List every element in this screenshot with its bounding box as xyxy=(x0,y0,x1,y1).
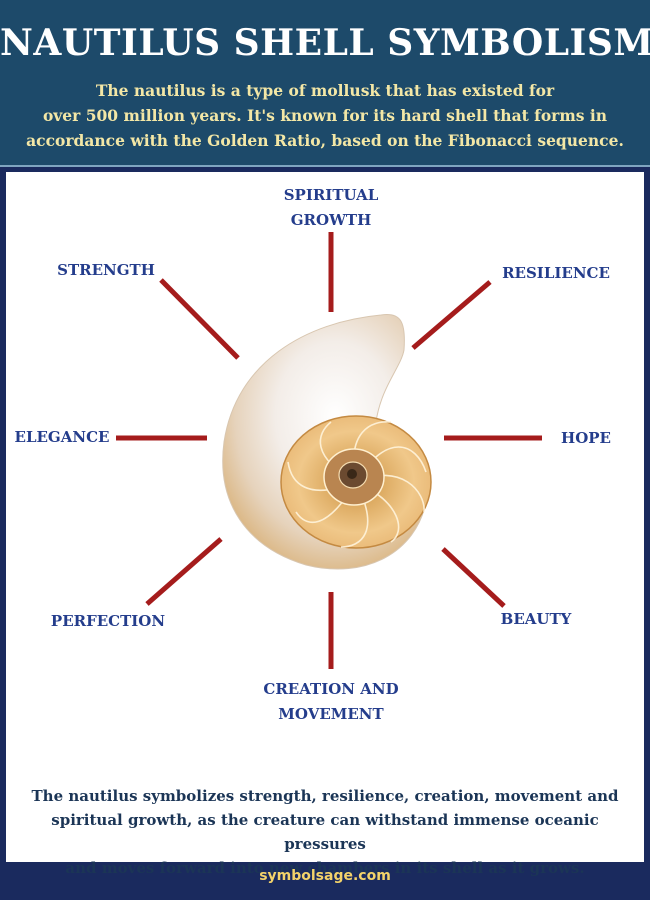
summary-line: and moves forward into new chambers in i… xyxy=(65,859,585,877)
label-strength: STRENGTH xyxy=(57,261,155,279)
source-credit: symbolsage.com xyxy=(259,868,391,884)
label-beauty: BEAUTY xyxy=(500,610,572,628)
summary-text: The nautilus symbolizes strength, resili… xyxy=(10,784,640,880)
line-strength xyxy=(159,278,240,360)
label-hope: HOPE xyxy=(561,429,611,447)
content-panel: SPIRITUAL GROWTH STRENGTH RESILIENCE ELE… xyxy=(6,172,644,877)
intro-line: over 500 million years. It's known for i… xyxy=(42,106,608,125)
label-resilience: RESILIENCE xyxy=(502,264,610,282)
summary-line: spiritual growth, as the creature can wi… xyxy=(51,811,599,853)
page-title: NAUTILUS SHELL SYMBOLISM xyxy=(0,22,650,64)
label-spiritual-growth: SPIRITUAL GROWTH xyxy=(283,186,379,229)
label-perfection: PERFECTION xyxy=(50,612,166,630)
line-resilience xyxy=(411,280,492,350)
nautilus-shell-image xyxy=(222,313,432,570)
line-beauty xyxy=(441,547,506,608)
connector-lines xyxy=(116,232,542,669)
header-banner: NAUTILUS SHELL SYMBOLISM The nautilus is… xyxy=(0,0,650,167)
line-perfection xyxy=(145,537,223,606)
label-creation-movement: CREATION AND MOVEMENT xyxy=(263,680,399,723)
symbolism-diagram xyxy=(116,232,542,669)
intro-line: The nautilus is a type of mollusk that h… xyxy=(95,81,555,100)
label-elegance: ELEGANCE xyxy=(14,428,110,446)
intro-text: The nautilus is a type of mollusk that h… xyxy=(10,78,640,153)
intro-line: accordance with the Golden Ratio, based … xyxy=(26,131,624,150)
summary-line: The nautilus symbolizes strength, resili… xyxy=(31,787,619,805)
